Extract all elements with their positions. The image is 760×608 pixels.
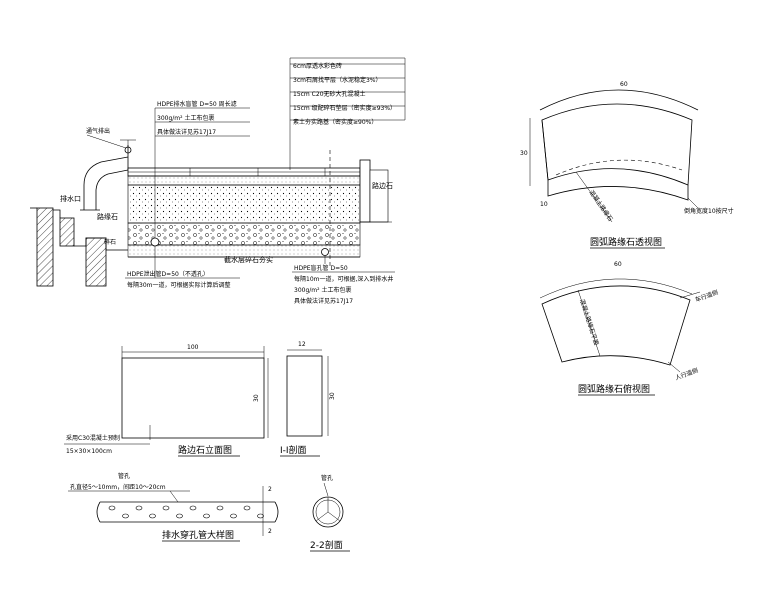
note-right-1: HDPE盲孔管 D=50	[294, 264, 348, 272]
pipe-note: HDPE排水盲管 D=50 周长滤 300g/m² 土工布包裹 具体做法详见苏1…	[154, 100, 250, 238]
perforated-pipe: 管孔 孔直径5～10mm，间距10～20cm 2 2 排水穿孔管大样图	[68, 472, 279, 542]
note-left-2: 每隔30m一道，可根据实际计算后调整	[127, 281, 230, 289]
sec11-rect	[286, 355, 323, 437]
plan-label-rb: 人行道侧	[674, 366, 699, 382]
pipe-cut-top: 2	[268, 486, 272, 493]
persp-dim-w: 10	[540, 201, 548, 208]
note-right-2: 每隔10m一道，可根据,深入到排水井	[294, 275, 393, 283]
pipe-note-1: HDPE排水盲管 D=50 周长滤	[157, 100, 237, 108]
curved-curb-plan: 60 混凝土路缘石平面 车行道侧 人行道侧 圆弧路缘石俯视图	[539, 261, 719, 396]
pipe-hole	[135, 505, 143, 511]
elev-note-1: 采用C30混凝土预制	[66, 434, 120, 442]
plan-outline	[541, 285, 691, 366]
layer-label-1: 6cm厚透水彩色砖	[293, 62, 342, 70]
layer-concrete	[127, 184, 361, 224]
elev-note-2: 15×30×100cm	[66, 448, 112, 455]
valve-label: 通气排出	[86, 127, 110, 135]
layer-label-4: 15cm 级配碎石垫层（密实度≥93%）	[293, 104, 396, 112]
pipe-hole	[122, 513, 129, 519]
pipe-hole	[189, 505, 197, 511]
layer-label-3: 15cm C20无砂大孔混凝土	[293, 90, 366, 98]
elev-title: 路边石立面图	[178, 444, 232, 456]
pipe-hole	[243, 505, 251, 511]
note-left-1: HDPE泄出管D=50（不透孔）	[127, 270, 209, 278]
section-2-2: 管孔 2-2剖面	[310, 474, 350, 552]
persp-dim-top: 60	[620, 81, 628, 88]
sec11-dim-w: 12	[298, 341, 306, 348]
elev-dim-w: 100	[187, 344, 199, 351]
plan-dim-top: 60	[614, 261, 622, 268]
right-curb	[359, 159, 371, 223]
pipe-holes	[108, 505, 264, 519]
drain-elbow	[83, 156, 129, 210]
curb-label: 路边石	[372, 181, 393, 190]
plan-title: 圆弧路缘石俯视图	[578, 383, 650, 395]
layer-label-2: 3cm石屑找平层（水泥稳定3%）	[293, 76, 381, 84]
plan-label-mid: 混凝土路缘石平面	[578, 298, 600, 346]
layer-sand	[127, 175, 361, 186]
pipe-title: 排水穿孔管大样图	[162, 529, 234, 541]
perforated-pipe-icon	[321, 248, 329, 256]
pipe-hole	[216, 505, 224, 511]
section-1-1: 12 30 I-I剖面	[280, 341, 336, 457]
section-small-labels: 通气排出 排水口 路缘石 碎石 路边石 截水层碎石夯实	[60, 127, 393, 264]
lower-wall	[85, 237, 107, 287]
plan-label-rt: 车行道侧	[694, 288, 719, 304]
pipe-hole	[176, 513, 183, 519]
sec11-dim-h: 30	[329, 392, 336, 400]
layer-gravel	[127, 222, 361, 246]
persp-label-left: 混凝土路缘石	[587, 189, 614, 223]
pipe-hole	[149, 513, 156, 519]
curb-stone	[59, 217, 75, 247]
stone-label: 路缘石	[97, 212, 118, 221]
curved-curb-perspective: 60 30 10 混凝土路缘石 倒角宽度10按尺寸 圆弧路缘石透视图	[520, 81, 734, 249]
pipe-hole	[162, 505, 170, 511]
layer-labels: 6cm厚透水彩色砖 3cm石屑找平层（水泥稳定3%） 15cm C20无砂大孔混…	[293, 62, 396, 126]
persp-title: 圆弧路缘石透视图	[590, 236, 662, 248]
pavement-section	[30, 57, 406, 287]
blind-pipe-icon	[150, 237, 160, 247]
pipe-hole	[203, 513, 210, 519]
note-right-3: 300g/m² 土工布包裹	[294, 286, 351, 294]
pipe-hole	[230, 513, 237, 519]
left-wall	[36, 207, 54, 287]
persp-label-right: 倒角宽度10按尺寸	[684, 207, 734, 215]
drain-label: 排水口	[60, 194, 81, 203]
pipe-note-2: 300g/m² 土工布包裹	[157, 114, 214, 122]
sec22-title: 2-2剖面	[310, 539, 343, 551]
curb-elevation: 100 30 采用C30混凝土预制 15×30×100cm 路边石立面图	[64, 344, 269, 457]
bottom-notes: HDPE泄出管D=50（不透孔） 每隔30m一道，可根据实际计算后调整 HDPE…	[125, 246, 395, 305]
elev-dim-h: 30	[253, 394, 260, 402]
subgrade-label: 截水层碎石夯实	[224, 255, 273, 264]
sec11-title: I-I剖面	[280, 444, 307, 456]
pipe-hole	[108, 505, 116, 511]
pipe-note-spacing: 孔直径5～10mm，间距10～20cm	[70, 483, 166, 491]
arc-dim-top	[539, 89, 699, 111]
pipe-cut-bottom: 2	[268, 528, 272, 535]
note-right-4: 具体做法详见苏17J17	[294, 297, 353, 305]
pipe-note-3: 具体做法详见苏17J17	[157, 128, 216, 136]
layer-label-5: 素土夯实路基（密实度≥90%）	[293, 118, 377, 126]
gravel-label: 碎石	[104, 238, 116, 246]
sec22-label: 管孔	[321, 474, 333, 482]
persp-dim-h: 30	[520, 150, 528, 157]
pipe-hole	[257, 513, 264, 519]
pipe-label-top: 管孔	[118, 472, 130, 480]
elev-rect	[121, 357, 265, 439]
